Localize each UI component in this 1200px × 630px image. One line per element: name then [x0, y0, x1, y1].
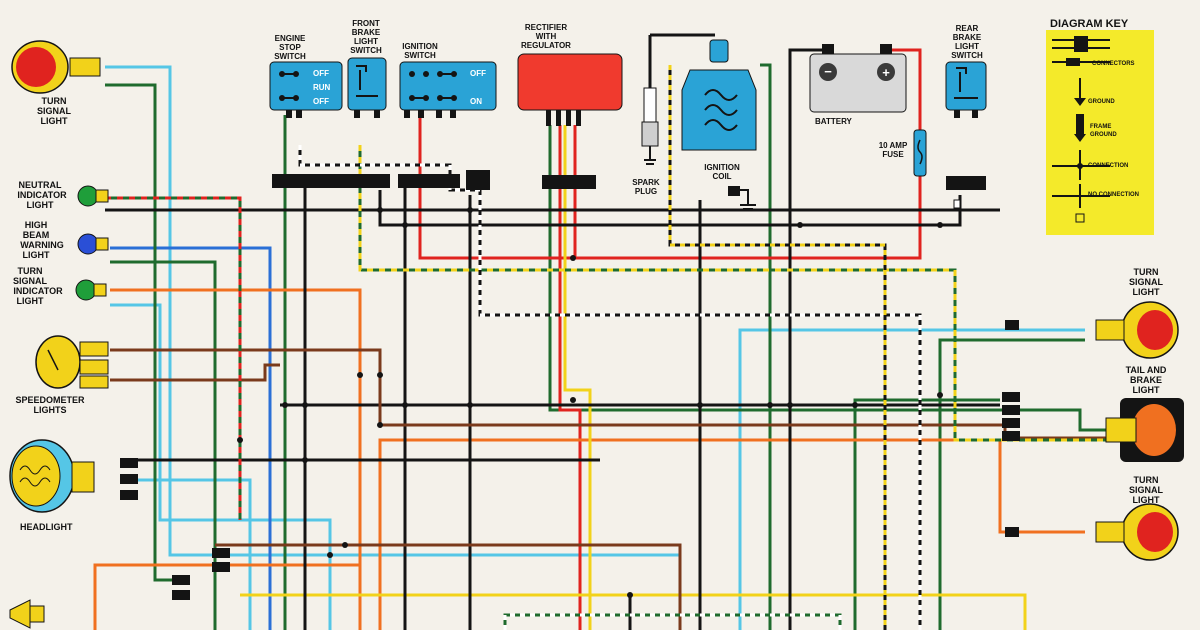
svg-text:FRAME: FRAME	[1090, 124, 1111, 130]
wire-green	[938, 338, 1085, 630]
svg-text:−: −	[824, 64, 832, 79]
headlight: HEADLIGHT	[9, 439, 95, 532]
battery: − + BATTERY	[809, 44, 907, 126]
wire-light-blue	[105, 65, 680, 557]
svg-text:CONNECTORS: CONNECTORS	[1092, 61, 1135, 67]
wire-green	[110, 260, 217, 630]
wire-blue	[110, 246, 272, 630]
wire-green	[760, 63, 772, 630]
svg-text:RUN: RUN	[313, 83, 331, 92]
wire-black-white-striped	[298, 145, 922, 630]
wire-red	[558, 125, 582, 630]
diagram-key: DIAGRAM KEY CONNECTORS GROUND FRAME GROU…	[1046, 18, 1154, 235]
svg-text:OFF: OFF	[470, 69, 486, 78]
wire-black	[788, 48, 830, 630]
wire-green-white-striped	[503, 613, 842, 630]
svg-text:OFF: OFF	[313, 69, 329, 78]
svg-text:ON: ON	[470, 97, 482, 106]
svg-text:BATTERY: BATTERY	[815, 117, 853, 126]
wire-brown	[215, 543, 682, 630]
wire-green	[1010, 408, 1110, 432]
connector-blocks	[120, 170, 1020, 600]
wire-yellow	[563, 125, 592, 630]
wire-brown	[110, 363, 280, 382]
horn-icon	[9, 599, 45, 629]
svg-text:+: +	[882, 65, 890, 80]
wire-light-blue	[120, 478, 252, 630]
wire-light-blue	[110, 303, 332, 630]
wire-green	[105, 83, 180, 582]
wire-light-blue	[738, 328, 1085, 630]
wire-green-red-striped	[105, 196, 242, 520]
svg-text:GROUND: GROUND	[1090, 132, 1117, 138]
wire-red	[890, 48, 922, 130]
wire-orange	[93, 563, 360, 630]
wire-brown	[110, 348, 1110, 440]
wire-yellow	[240, 593, 1027, 630]
wires	[93, 33, 1110, 630]
wire-green	[548, 125, 1010, 412]
wire-green	[853, 398, 1000, 630]
svg-text:GROUND: GROUND	[1088, 99, 1115, 105]
junction-dots	[237, 207, 943, 598]
svg-text:CONNECTION: CONNECTION	[1088, 163, 1128, 169]
diagram-key-title: DIAGRAM KEY	[1050, 18, 1129, 30]
wire-orange	[378, 438, 1085, 630]
svg-text:HEADLIGHT: HEADLIGHT	[20, 522, 73, 532]
wire-black-white-striped	[298, 145, 922, 630]
svg-text:OFF: OFF	[313, 97, 329, 106]
wire-green-red-striped	[105, 196, 242, 520]
wire-orange	[110, 288, 362, 630]
svg-text:NO CONNECTION: NO CONNECTION	[1088, 192, 1139, 198]
wire-black-yellow-striped	[668, 65, 887, 630]
